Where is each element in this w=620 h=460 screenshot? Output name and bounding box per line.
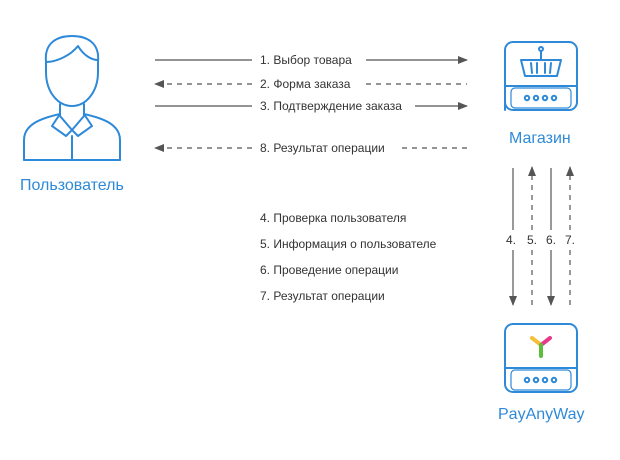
- message-label-1: 1. Выбор товара: [260, 53, 352, 67]
- step-label-7: 7. Результат операции: [260, 289, 385, 303]
- payanyway-server-icon: [504, 323, 578, 393]
- gateway-label: PayAnyWay: [498, 406, 585, 423]
- vertical-number-5: 5.: [527, 233, 538, 247]
- shop-server-icon: [504, 41, 578, 111]
- vertical-number-4: 4.: [506, 233, 517, 247]
- message-label-8: 8. Результат операции: [260, 141, 385, 155]
- step-label-5: 5. Информация о пользователе: [260, 237, 437, 251]
- shop-label: Магазин: [509, 130, 571, 147]
- user-icon: [23, 35, 121, 161]
- vertical-number-6: 6.: [546, 233, 557, 247]
- step-label-4: 4. Проверка пользователя: [260, 211, 407, 225]
- user-label: Пользователь: [20, 177, 124, 194]
- step-label-6: 6. Проведение операции: [260, 263, 399, 277]
- message-label-2: 2. Форма заказа: [260, 77, 351, 91]
- vertical-number-7: 7.: [565, 233, 576, 247]
- payanyway-logo-icon: [530, 336, 552, 358]
- message-label-3: 3. Подтверждение заказа: [260, 99, 402, 113]
